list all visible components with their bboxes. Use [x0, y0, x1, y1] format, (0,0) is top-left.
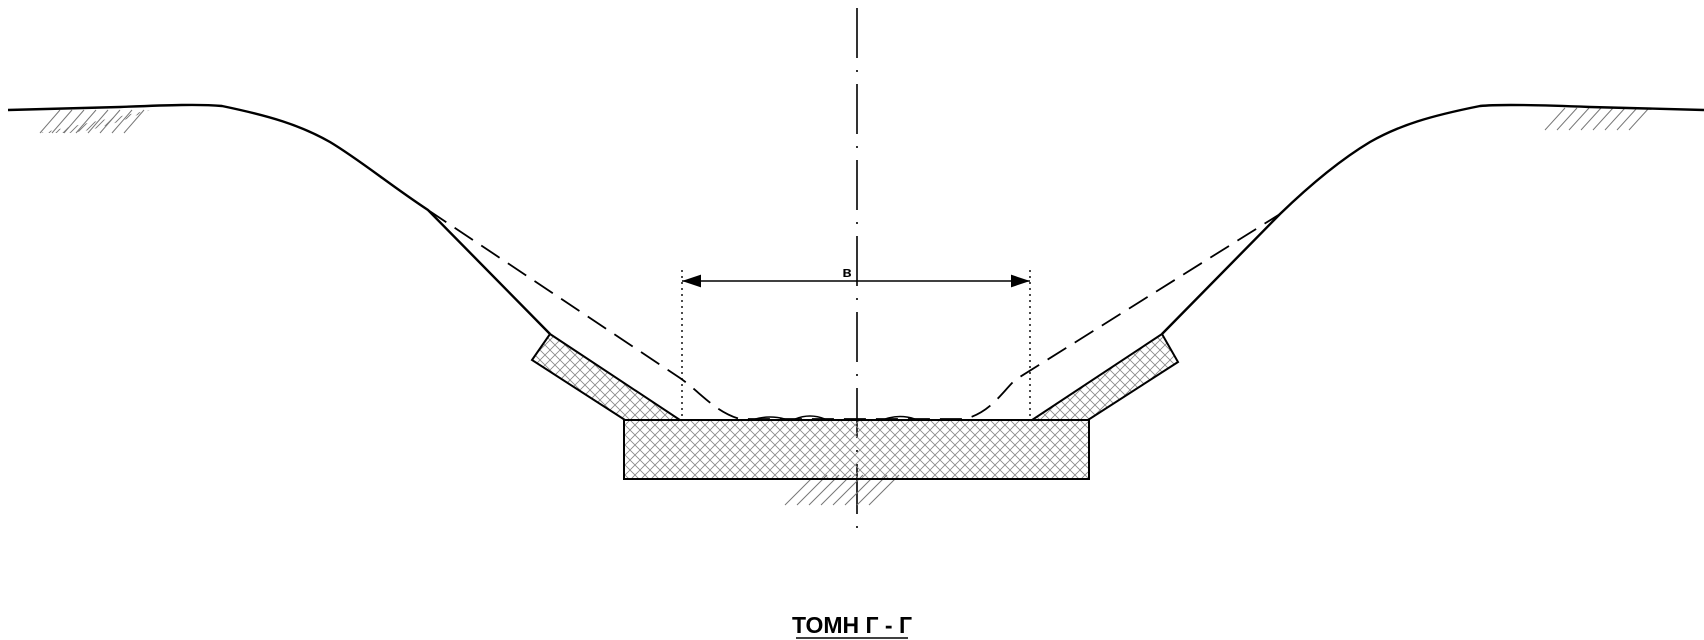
- bottom-deposits: [754, 415, 916, 420]
- left-slope-profile: [7, 103, 551, 335]
- ground-hatch-left: [39, 109, 150, 134]
- design-profile-dashed: [427, 209, 1281, 420]
- foundation-slab: [623, 419, 1090, 480]
- ground-hatch-right: [1544, 107, 1650, 131]
- right-revetment-block: [1028, 332, 1180, 421]
- ground-hatch-bottom: [784, 474, 900, 506]
- section-caption: ТОМН Г - Г: [792, 612, 912, 638]
- left-revetment-block: [530, 332, 684, 421]
- dimension-label: в: [842, 264, 851, 281]
- right-slope-profile: [1161, 103, 1704, 335]
